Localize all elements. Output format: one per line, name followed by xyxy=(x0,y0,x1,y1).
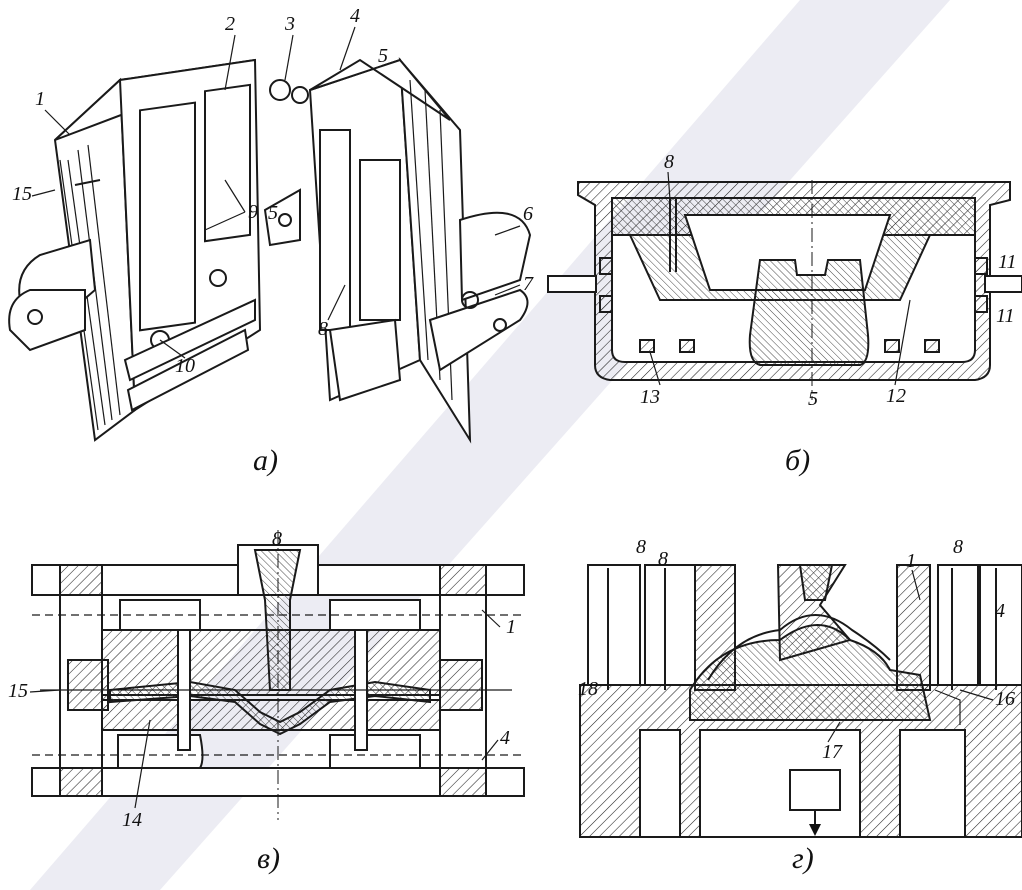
label-a-15: 15 xyxy=(12,183,32,205)
caption-a: а) xyxy=(253,444,278,477)
label-a-8: 8 xyxy=(318,318,328,340)
label-b-8: 8 xyxy=(664,151,674,173)
caption-b: б) xyxy=(785,444,810,477)
label-v-8: 8 xyxy=(272,528,282,550)
label-g-8-mid: 8 xyxy=(658,548,668,570)
view-a-labels: 1 2 3 4 5 6 7 8 9 10 15 5 xyxy=(12,5,534,377)
label-g-17: 17 xyxy=(822,741,843,763)
label-a-5: 5 xyxy=(378,45,388,67)
label-a-1: 1 xyxy=(35,88,45,110)
label-b-11-top: 11 xyxy=(998,251,1017,273)
label-a-3: 3 xyxy=(284,13,295,35)
caption-g: г) xyxy=(792,842,814,875)
label-a-6: 6 xyxy=(523,203,533,225)
label-a-7: 7 xyxy=(523,273,534,295)
view-g-section xyxy=(579,564,1022,838)
view-v-section xyxy=(31,530,525,820)
view-v-labels: 8 1 15 4 14 xyxy=(8,528,516,831)
label-a-10: 10 xyxy=(175,355,195,377)
label-b-5: 5 xyxy=(808,388,818,410)
label-g-1: 1 xyxy=(906,550,916,572)
label-g-8-right: 8 xyxy=(953,536,963,558)
view-b-labels: 8 11 11 13 5 12 xyxy=(640,151,1017,410)
label-a-4: 4 xyxy=(350,5,360,27)
label-a-5b: 5 xyxy=(268,202,278,224)
label-v-14: 14 xyxy=(122,809,142,831)
label-b-13: 13 xyxy=(640,386,660,408)
view-a-open-mold xyxy=(8,57,532,444)
label-g-4: 4 xyxy=(995,600,1005,622)
label-v-15: 15 xyxy=(8,680,28,702)
caption-v: в) xyxy=(257,842,280,875)
label-v-1: 1 xyxy=(506,616,516,638)
view-g-labels: 8 8 1 8 4 18 16 17 xyxy=(578,536,1015,763)
label-b-12: 12 xyxy=(886,385,906,407)
label-v-4: 4 xyxy=(500,727,510,749)
label-g-18: 18 xyxy=(578,678,598,700)
label-g-8-left: 8 xyxy=(636,536,646,558)
label-b-11-bottom: 11 xyxy=(996,305,1015,327)
label-g-16: 16 xyxy=(995,688,1015,710)
label-a-9: 9 xyxy=(248,201,258,223)
view-b-section xyxy=(547,180,1022,400)
label-a-2: 2 xyxy=(225,13,235,35)
